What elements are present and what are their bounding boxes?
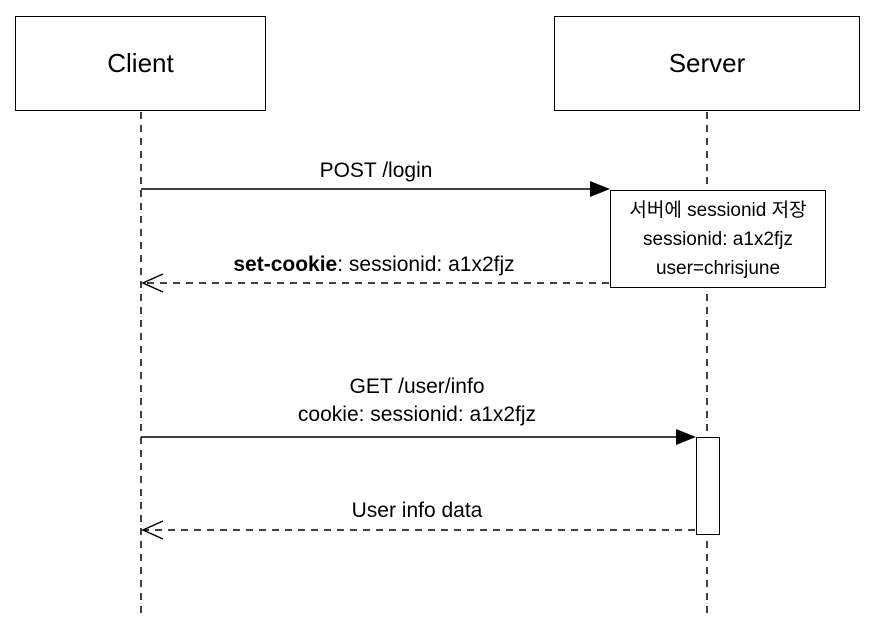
info-request-arrowhead [676, 429, 696, 445]
info-response-arrowhead [141, 520, 164, 540]
set-cookie-value: : sessionid: a1x2fjz [337, 253, 515, 276]
set-cookie-label: set-cookie: sessionid: a1x2fjz [233, 251, 514, 279]
server-participant: Server [554, 16, 860, 111]
note-line-3: user=chrisjune [655, 257, 781, 279]
login-request-text: POST /login [319, 159, 433, 182]
server-session-note: 서버에 sessionid 저장 sessionid: a1x2fjz user… [610, 190, 826, 288]
client-participant: Client [15, 16, 266, 111]
login-request-label: POST /login [320, 157, 433, 185]
server-activation-bar [696, 437, 720, 535]
info-request-line-2: cookie: sessionid: a1x2fjz [297, 403, 537, 426]
info-request-label: GET /user/info cookie: sessionid: a1x2fj… [298, 373, 536, 429]
server-label: Server [668, 48, 746, 78]
info-request-line-1: GET /user/info [349, 375, 485, 398]
set-cookie-arrowhead [141, 273, 164, 293]
client-label: Client [107, 48, 174, 78]
info-response-label: User info data [352, 497, 483, 525]
note-line-1: 서버에 sessionid 저장 [629, 199, 807, 221]
login-request-arrowhead [590, 181, 610, 197]
info-response-text: User info data [351, 499, 483, 522]
note-line-2: sessionid: a1x2fjz [643, 228, 793, 250]
set-cookie-header-name: set-cookie [233, 253, 338, 276]
